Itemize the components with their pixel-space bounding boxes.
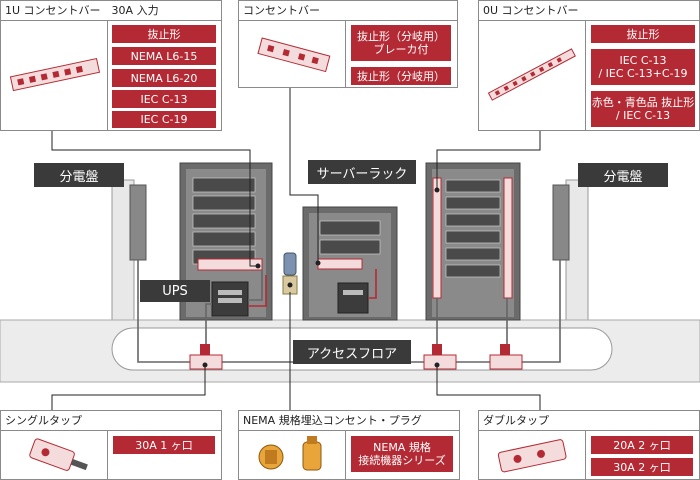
right-board-label: 分電盤 <box>578 163 668 187</box>
leader-lines <box>51 86 541 410</box>
single-tap-plug <box>200 344 210 355</box>
tag-1: 30A 1 ヶ口 <box>113 436 215 454</box>
panel-title: NEMA 規格埋込コンセント・プラグ <box>239 411 459 431</box>
rack-3-0u-outlet-bar-right <box>503 177 513 299</box>
access-floor-label: アクセスフロア <box>293 340 411 364</box>
panel-title: 1U コンセントバー 30A 入力 <box>1 1 221 21</box>
nema-connectors-image <box>258 436 322 471</box>
panel-title: コンセントバー <box>239 1 457 21</box>
tag-3: 赤色・青色品 抜止形 / IEC C-13 <box>591 91 695 127</box>
tag-2: 抜止形（分岐用） <box>351 67 451 85</box>
tag-1: 20A 2 ヶ口 <box>591 436 693 454</box>
tag-5: IEC C-19 <box>112 111 216 128</box>
ups-unit-panel <box>218 298 242 303</box>
outlet-bar-image <box>257 37 331 73</box>
double-tap-plug-1 <box>432 344 442 355</box>
tag-4: IEC C-13 <box>112 90 216 108</box>
panel-double-tap: ダブルタップ 20A 2 ヶ口 30A 2 ヶ口 <box>478 410 700 480</box>
server-rack-3-units <box>445 179 501 278</box>
tag-3: NEMA L6-20 <box>112 69 216 87</box>
rack-2-device-panel <box>343 290 363 295</box>
double-tap-device-2 <box>489 354 523 370</box>
server-rack-2-unit <box>319 239 381 255</box>
panel-0u-outlet-bar: 0U コンセントバー 抜止形 IEC C-13 / IEC C-13+C-19 … <box>478 0 700 131</box>
panel-title: ダブルタップ <box>479 411 699 431</box>
ups-unit-panel <box>218 290 242 295</box>
panel-title: シングルタップ <box>1 411 221 431</box>
tag-2: IEC C-13 / IEC C-13+C-19 <box>591 49 695 85</box>
ups-label: UPS <box>140 280 210 302</box>
panel-single-tap: シングルタップ 30A 1 ヶ口 <box>0 410 222 480</box>
single-tap-image <box>29 438 88 471</box>
double-tap-image <box>497 439 567 473</box>
tag-2: NEMA L6-15 <box>112 47 216 65</box>
tag-2: 30A 2 ヶ口 <box>591 458 693 476</box>
tag-1: NEMA 規格 接続機器シリーズ <box>351 436 453 472</box>
leader-dots <box>202 187 440 368</box>
rack-2-outlet-bar <box>317 258 363 270</box>
panel-nema-connectors: NEMA 規格埋込コンセント・プラグ NEMA 規格 接続機器シリーズ <box>238 410 460 480</box>
0u-outlet-bar-image <box>487 48 576 101</box>
left-board-label: 分電盤 <box>34 163 124 187</box>
server-rack-label: サーバーラック <box>308 160 416 184</box>
panel-1u-outlet-bar: 1U コンセントバー 30A 入力 抜止形 NEMA L6-15 NEMA L6… <box>0 0 222 131</box>
double-tap-device-1 <box>423 354 457 370</box>
left-distribution-board <box>129 184 147 261</box>
tag-1: 抜止形（分岐用） ブレーカ付 <box>351 25 451 61</box>
rack-1-u-outlet-bar <box>197 258 263 271</box>
panel-outlet-bar: コンセントバー 抜止形（分岐用） ブレーカ付 抜止形（分岐用） <box>238 0 458 88</box>
red-cables <box>248 269 377 307</box>
double-tap-plug-2 <box>500 344 510 355</box>
tag-1: 抜止形 <box>112 25 216 43</box>
rack-3-0u-outlet-bar-left <box>432 177 442 299</box>
server-rack-2-unit <box>319 220 381 236</box>
1u-outlet-bar-image <box>9 57 101 92</box>
server-rack-1-units <box>192 177 256 265</box>
rack-2-device <box>337 282 369 314</box>
panel-title: 0U コンセントバー <box>479 1 699 21</box>
nema-outlet-post <box>283 252 297 276</box>
tag-1: 抜止形 <box>591 25 695 43</box>
right-distribution-board <box>552 184 570 261</box>
